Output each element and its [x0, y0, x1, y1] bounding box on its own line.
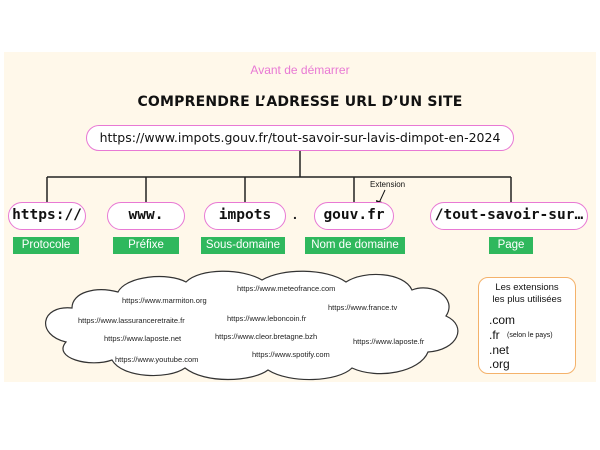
- url-part-domain: gouv.fr: [314, 202, 394, 230]
- label-page: Page: [489, 237, 533, 254]
- extension-item: .org: [489, 357, 510, 371]
- dot-separator: .: [293, 206, 297, 222]
- cloud-site: https://www.spotify.com: [252, 350, 330, 359]
- cloud-site: https://www.france.tv: [328, 303, 398, 312]
- cloud-site: https://www.meteofrance.com: [237, 284, 336, 293]
- url-part-subdomain: impots: [204, 202, 286, 230]
- extension-fr-note: (selon le pays): [507, 332, 553, 339]
- subtitle: Avant de démarrer: [250, 63, 350, 77]
- extension-annotation: Extension: [370, 180, 406, 189]
- full-url-pill: https://www.impots.gouv.fr/tout-savoir-s…: [86, 125, 514, 151]
- url-part-page: /tout-savoir-sur…: [430, 202, 588, 230]
- extensions-box: [478, 277, 576, 374]
- cloud-site: https://www.lassuranceretraite.fr: [78, 316, 185, 325]
- label-protocol: Protocole: [13, 237, 79, 254]
- cloud-site: https://www.cleor.bretagne.bzh: [215, 332, 318, 341]
- cloud-site: https://www.marmiton.org: [122, 296, 207, 305]
- url-part-prefix: www.: [107, 202, 185, 230]
- page-title: COMPRENDRE L’ADRESSE URL D’UN SITE: [137, 94, 463, 110]
- label-subdomain: Sous-domaine: [201, 237, 285, 254]
- cloud-site: https://www.leboncoin.fr: [227, 314, 307, 323]
- cloud-site: https://www.laposte.net: [104, 334, 182, 343]
- cloud-shape: [45, 270, 459, 381]
- label-domain: Nom de domaine: [305, 237, 405, 254]
- extension-item: .net: [489, 343, 510, 357]
- label-prefix: Préfixe: [113, 237, 179, 254]
- url-part-protocol: https://: [8, 202, 86, 230]
- extension-item: .com: [489, 313, 516, 327]
- cloud-site: https://www.laposte.fr: [353, 337, 425, 346]
- cloud-site: https://www.youtube.com: [115, 355, 199, 364]
- extension-item: .fr: [489, 328, 500, 342]
- extensions-box-title: Les extensions les plus utilisées: [492, 282, 562, 305]
